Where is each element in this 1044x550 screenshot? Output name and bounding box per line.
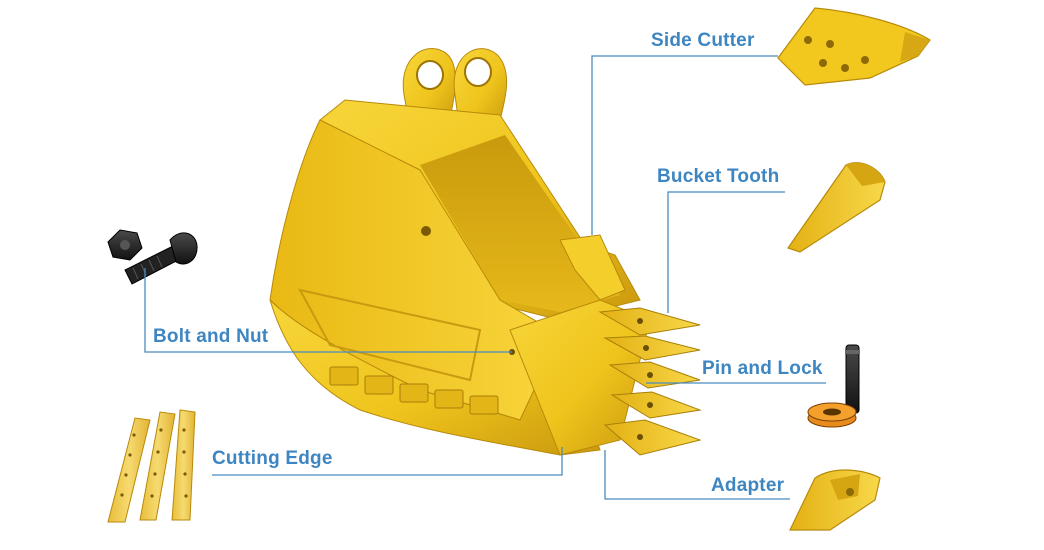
mounted-side-cutter (559, 234, 626, 301)
label-cutting-edge: Cutting Edge (212, 448, 333, 469)
leader-cutting-edge (212, 447, 563, 476)
wear-pads (329, 366, 499, 415)
side-reinforcement (298, 288, 482, 382)
bucket-inner-cavity (420, 135, 620, 312)
label-adapter: Adapter (711, 475, 785, 496)
leader-bolt-and-nut (144, 268, 512, 353)
label-side-cutter: Side Cutter (651, 30, 755, 51)
bucket-illustration (269, 48, 702, 456)
leader-side-cutter (591, 55, 778, 235)
label-bolt-and-nut: Bolt and Nut (153, 326, 269, 347)
bolt-and-nut-part (107, 229, 198, 285)
pin-and-lock-part (807, 344, 860, 428)
bucket-teeth-row (598, 307, 702, 456)
label-bucket-tooth: Bucket Tooth (657, 166, 780, 187)
side-hole (421, 226, 431, 236)
leader-lines (144, 55, 826, 500)
cutting-edge-part (107, 409, 196, 523)
label-pin-and-lock: Pin and Lock (702, 358, 823, 379)
leader-adapter (604, 450, 790, 500)
bucket-tooth-part (787, 162, 886, 253)
side-cutter-part (777, 7, 931, 86)
adapter-part (789, 469, 881, 531)
leader-bucket-tooth (667, 191, 785, 313)
